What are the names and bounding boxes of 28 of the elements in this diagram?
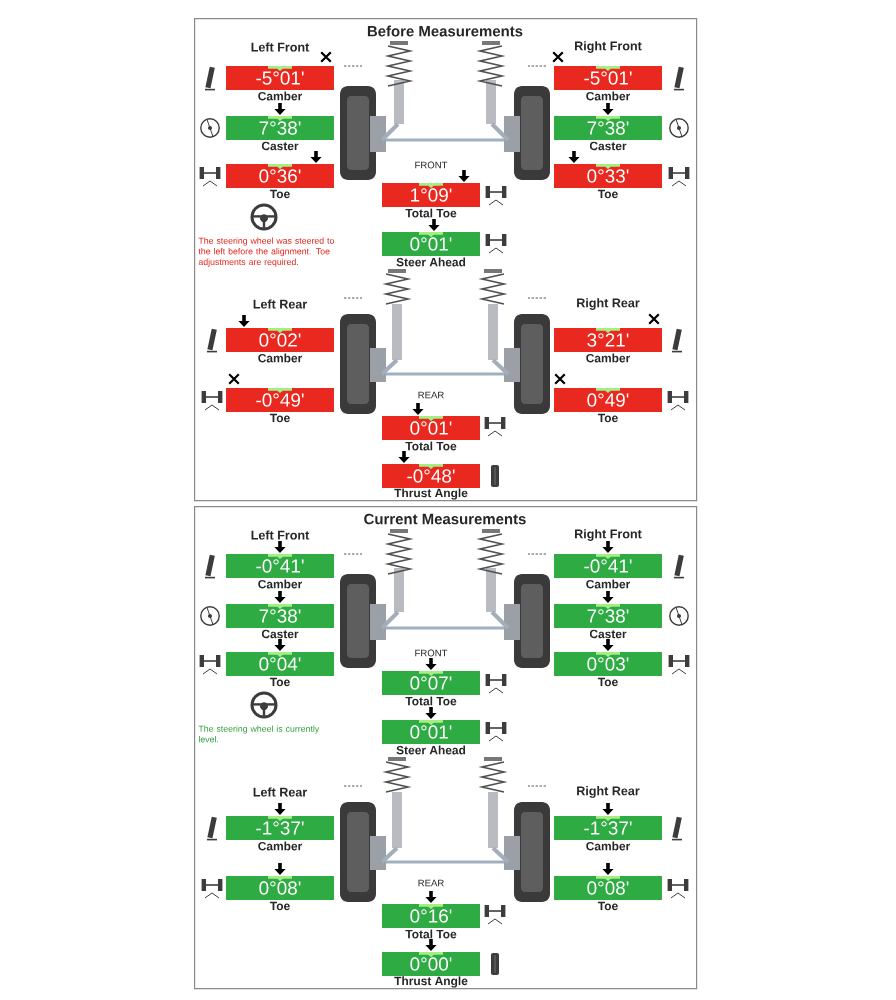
gauge-bar: 0°01' bbox=[382, 720, 480, 744]
gauge-bar: 0°49' bbox=[554, 388, 662, 412]
gauge-bar: -1°37' bbox=[226, 816, 334, 840]
gauge-bar: -0°41' bbox=[226, 554, 334, 578]
gauge-bar: -5°01' bbox=[226, 66, 334, 90]
gauge-bar: 0°01' bbox=[382, 232, 480, 256]
gauge-bar: -0°41' bbox=[554, 554, 662, 578]
gauge-bar: 0°07' bbox=[382, 671, 480, 695]
gauge-bar: -0°49' bbox=[226, 388, 334, 412]
gauge-bar: 1°09' bbox=[382, 183, 480, 207]
gauge-bar: 0°01' bbox=[382, 416, 480, 440]
gauge-bar: 0°00' bbox=[382, 952, 480, 976]
gauge-bar: 7°38' bbox=[226, 604, 334, 628]
gauge-bar: 7°38' bbox=[226, 116, 334, 140]
gauge-bar: 0°04' bbox=[226, 652, 334, 676]
gauge-bar: -5°01' bbox=[554, 66, 662, 90]
gauge-bar: -0°48' bbox=[382, 464, 480, 488]
gauge-bar: 3°21' bbox=[554, 328, 662, 352]
gauge-bar: 0°02' bbox=[226, 328, 334, 352]
gauge-bar: 0°08' bbox=[226, 876, 334, 900]
gauge-bar: 0°36' bbox=[226, 164, 334, 188]
gauge-bar: 0°08' bbox=[554, 876, 662, 900]
gauge-bar: -1°37' bbox=[554, 816, 662, 840]
gauge-bar: 7°38' bbox=[554, 604, 662, 628]
gauge-bar: 0°33' bbox=[554, 164, 662, 188]
gauge-bar: 7°38' bbox=[554, 116, 662, 140]
gauge-bar: 0°03' bbox=[554, 652, 662, 676]
gauge-bar: 0°16' bbox=[382, 904, 480, 928]
